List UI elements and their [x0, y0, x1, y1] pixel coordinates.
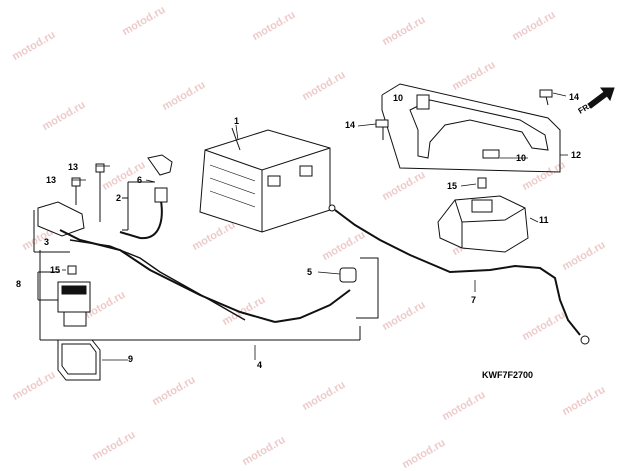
- battery-part: [199, 127, 331, 233]
- relay-boot-part: [57, 339, 101, 381]
- callout-14a: 14: [345, 120, 356, 130]
- bracket-part: [375, 83, 561, 173]
- harness-part: [33, 201, 379, 341]
- callout-1: 1: [234, 116, 240, 126]
- callout-2: 2: [116, 193, 122, 203]
- relay-part: [37, 265, 91, 327]
- callout-3: 3: [44, 237, 50, 247]
- callout-7: 7: [471, 295, 477, 305]
- callout-4: 4: [257, 360, 263, 370]
- callout-9: 9: [128, 354, 134, 364]
- callout-13b: 13: [46, 175, 57, 185]
- callout-5: 5: [307, 267, 313, 277]
- callout-12: 12: [571, 150, 582, 160]
- leader-lines: [62, 92, 568, 361]
- direction-arrow-icon: [587, 87, 615, 109]
- callout-6: 6: [137, 175, 143, 185]
- callout-15b: 15: [50, 265, 61, 275]
- cable-part: [328, 204, 590, 345]
- callout-8: 8: [16, 279, 22, 289]
- callout-10a: 10: [393, 93, 404, 103]
- bolt-part: [71, 163, 105, 222]
- diagram-code: KWF7F2700: [482, 370, 534, 380]
- callout-15a: 15: [447, 181, 458, 191]
- relay-cover-part: [437, 177, 529, 253]
- callout-14b: 14: [569, 92, 580, 102]
- callout-11: 11: [539, 215, 549, 225]
- callout-10b: 10: [516, 153, 527, 163]
- cable-2-part: [119, 154, 173, 240]
- callout-13a: 13: [68, 162, 79, 172]
